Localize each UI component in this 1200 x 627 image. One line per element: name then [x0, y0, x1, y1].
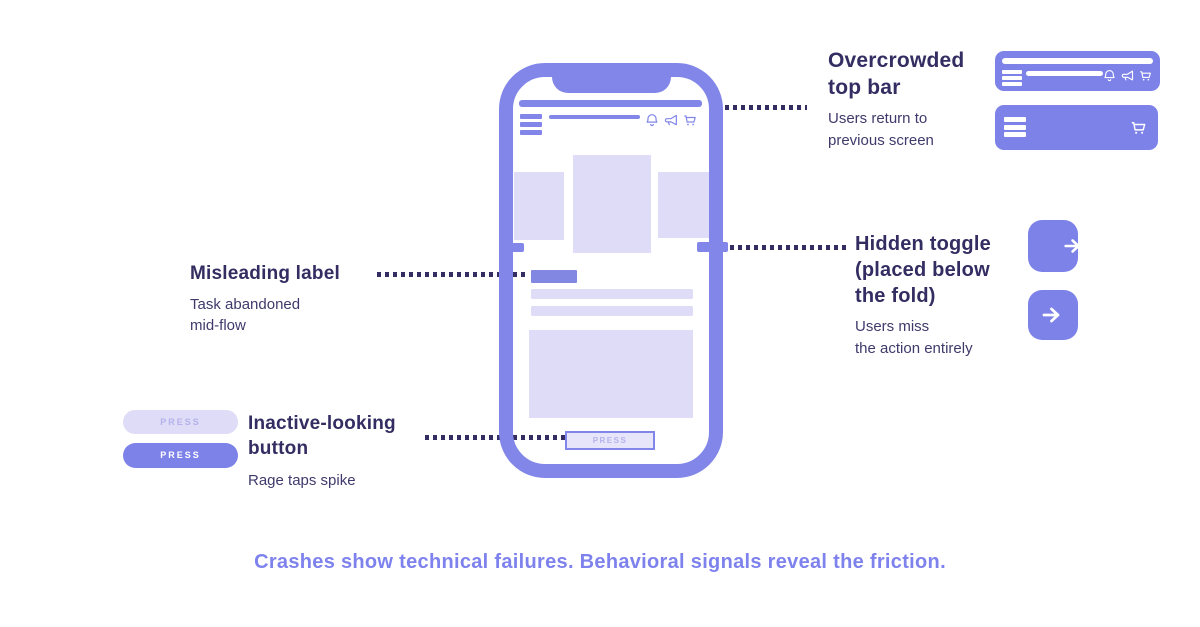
- arrow-right-icon: [1062, 235, 1084, 257]
- title-line: the fold): [855, 285, 936, 307]
- toggle-example-clipped: [1028, 220, 1078, 272]
- phone-content-block: [529, 330, 693, 418]
- example-status-bar: [1002, 58, 1153, 64]
- connector-hidden-toggle: [722, 245, 849, 250]
- annotation-hidden-toggle-title: Hidden toggle (placed below the fold): [855, 231, 991, 309]
- phone-side-tab-right: [697, 242, 728, 252]
- annotation-misleading-title: Misleading label: [190, 262, 340, 286]
- title-line: Hidden toggle: [855, 233, 991, 255]
- example-topbar-icons: [1102, 68, 1153, 83]
- hamburger-icon: [520, 114, 542, 138]
- title-line: Misleading label: [190, 263, 340, 284]
- topbar-example-card-2: [995, 105, 1158, 150]
- press-pill-active: PRESS: [123, 443, 238, 468]
- connector-overcrowded: [725, 105, 807, 110]
- bell-icon: [1102, 68, 1117, 83]
- annotation-inactive-subtitle: Rage taps spike: [248, 470, 356, 491]
- topbar-example-card-1: [995, 51, 1160, 91]
- phone-frame: [499, 63, 723, 478]
- cart-icon: [1138, 68, 1153, 83]
- press-pill-inactive: PRESS: [123, 410, 238, 434]
- annotation-overcrowded-title: Overcrowded top bar: [828, 47, 964, 101]
- hamburger-icon: [1004, 117, 1026, 140]
- hamburger-icon: [1002, 70, 1022, 88]
- phone-press-button: PRESS: [565, 431, 655, 450]
- subtitle-line: the action entirely: [855, 340, 973, 357]
- phone-top-bar: [519, 100, 702, 107]
- subtitle-line: Users miss: [855, 318, 930, 335]
- phone-card-left: [514, 172, 564, 240]
- title-line: (placed below: [855, 259, 990, 281]
- toggle-example-visible: [1028, 290, 1078, 340]
- subtitle-line: mid-flow: [190, 317, 246, 334]
- connector-inactive-button: [425, 435, 566, 440]
- phone-notch: [552, 63, 671, 93]
- subtitle-line: previous screen: [828, 132, 934, 149]
- caption-text: Crashes show technical failures. Behavio…: [254, 551, 946, 573]
- annotation-misleading-subtitle: Task abandoned mid-flow: [190, 294, 300, 336]
- subtitle-line: Rage taps spike: [248, 472, 356, 489]
- cart-icon: [1129, 118, 1148, 137]
- phone-card-right: [658, 172, 709, 238]
- annotation-overcrowded-subtitle: Users return to previous screen: [828, 108, 934, 152]
- title-line: Overcrowded: [828, 49, 965, 72]
- connector-misleading-label: [377, 272, 529, 277]
- annotation-hidden-toggle-subtitle: Users miss the action entirely: [855, 316, 973, 360]
- phone-card-center: [573, 155, 651, 253]
- subtitle-line: Task abandoned: [190, 296, 301, 313]
- megaphone-icon: [1120, 68, 1135, 83]
- title-line: button: [248, 438, 309, 459]
- example-search-bar: [1026, 71, 1103, 76]
- title-line: top bar: [828, 76, 901, 99]
- misleading-label-chip: [531, 270, 577, 283]
- arrow-right-icon: [1040, 303, 1064, 327]
- phone-text-bar-2: [531, 306, 693, 316]
- title-line: Inactive-looking: [248, 413, 396, 434]
- phone-side-tab-left: [504, 243, 524, 252]
- subtitle-line: Users return to: [828, 110, 928, 127]
- annotation-inactive-title: Inactive-looking button: [248, 411, 396, 461]
- phone-text-bar-1: [531, 289, 693, 299]
- phone-search-bar: [549, 115, 640, 119]
